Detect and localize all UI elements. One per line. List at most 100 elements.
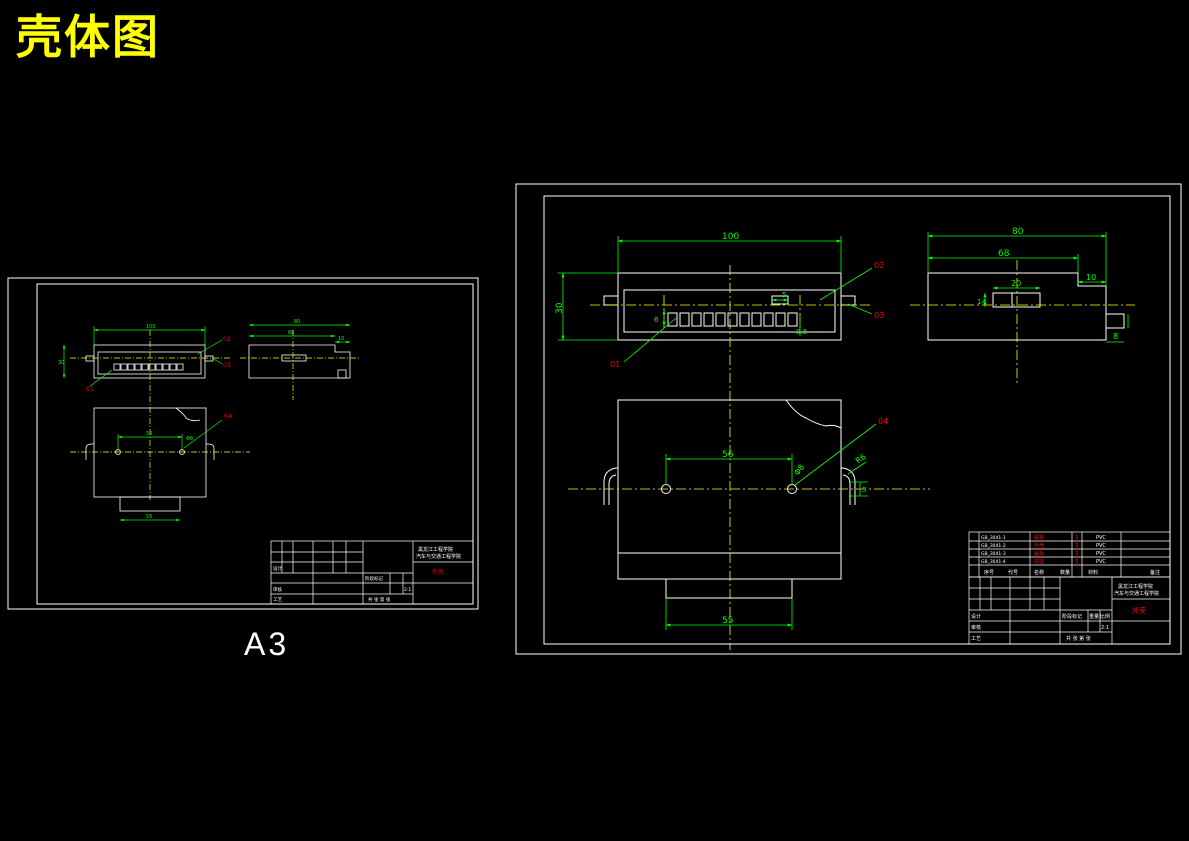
bom-row-3-name: 盖板 (1034, 550, 1044, 557)
small-front-dims (62, 326, 206, 379)
large-side-step-dim: 10 (1086, 273, 1096, 282)
small-side-dims (248, 323, 351, 344)
small-part-name: 外壳 (432, 568, 444, 576)
large-side-view (927, 272, 1125, 341)
small-front-centerlines (70, 330, 230, 500)
small-school-line1: 黑龙江工程学院 (418, 546, 453, 553)
large-top-hole-dim: Φ8 (792, 463, 806, 477)
small-front-height-dim: 30 (58, 360, 64, 366)
small-sheet-inner-frame (36, 283, 474, 605)
small-title-block (270, 540, 474, 605)
bom-row-4-material: PVC (1096, 559, 1106, 565)
bom-header-qty: 数量 (1060, 569, 1070, 576)
bom-row-3-code: GB_3041-3 (981, 551, 1006, 557)
bom-row-2-qty: 1 (1075, 543, 1078, 549)
large-part-name: 外壳 (1132, 606, 1146, 615)
small-side-step-dim: 10 (338, 336, 344, 342)
large-title-block (968, 576, 1171, 645)
large-side-centerlines (910, 260, 1135, 385)
small-top-tab-dim: 55 (146, 514, 152, 520)
large-side-slot-width-dim: 20 (1011, 279, 1021, 288)
bom-row-4-name: 底座 (1034, 558, 1044, 565)
small-label-sheets: 共 张 第 张 (368, 596, 391, 603)
bom-header-index: 序号 (984, 569, 994, 576)
small-top-dims (117, 419, 223, 522)
large-side-inner-dim: 68 (998, 249, 1010, 259)
large-front-height-dim: 30 (555, 302, 565, 314)
bom-row-1-name: 磁铁 (1034, 534, 1044, 541)
large-label-sheets: 共 张 第 张 (1066, 635, 1091, 642)
large-front-leaders (623, 267, 873, 363)
large-sheet: 100 30 6 5 0.8 02 03 01 (515, 183, 1182, 655)
small-side-view (248, 344, 351, 379)
small-front-slots (113, 363, 184, 371)
large-front-dims (558, 236, 842, 341)
small-label-check: 审核 (273, 586, 282, 593)
large-front-slot-depth-dim: 6 (654, 316, 659, 324)
large-callout-01: 01 (610, 360, 620, 369)
small-label-process: 工艺 (273, 597, 282, 603)
large-top-dims (665, 423, 877, 630)
large-school-line1: 黑龙江工程学院 (1118, 583, 1153, 590)
small-front-leaders (89, 339, 223, 387)
large-label-scale-value: 2:1 (1101, 625, 1109, 631)
small-callout-01: 01 (86, 386, 94, 393)
large-label-design: 设计 (971, 613, 981, 620)
small-label-stage: 阶段标记 (365, 575, 383, 582)
small-top-spacing-dim: 56 (146, 431, 152, 437)
large-front-view (603, 272, 856, 341)
large-side-slot-height-dim: 14 (977, 298, 986, 306)
small-callout-03: 03 (223, 362, 231, 369)
bom-row-2-name: 外壳 (1034, 542, 1044, 549)
large-top-radius-dim: R6 (854, 452, 868, 465)
large-top-tab-dim: 55 (722, 616, 733, 626)
large-label-process: 工艺 (971, 636, 981, 642)
small-top-hole-dim: Φ8 (186, 436, 193, 442)
large-school-line2: 汽车与交通工程学院 (1114, 590, 1159, 597)
large-callout-02: 02 (874, 261, 884, 270)
bom-row-1-material: PVC (1096, 535, 1106, 541)
large-bom-table (968, 531, 1171, 578)
sheet-size-label: A3 (244, 626, 290, 662)
small-callout-02: 02 (223, 336, 231, 343)
bom-row-1-qty: 1 (1075, 535, 1078, 541)
small-side-width-dim: 80 (294, 319, 300, 325)
large-top-view (603, 399, 856, 599)
bom-header-material: 材料 (1088, 569, 1098, 576)
large-callout-04: 04 (878, 417, 888, 426)
large-top-spacing-dim: 56 (722, 450, 734, 460)
large-front-slots (667, 312, 798, 327)
small-school-line2: 汽车与交通工程学院 (416, 553, 461, 560)
bom-row-3-qty: 1 (1075, 551, 1078, 557)
large-label-weight: 重量 (1089, 613, 1099, 620)
large-callout-03: 03 (874, 311, 884, 320)
large-sheet-inner-frame (543, 195, 1171, 645)
small-side-centerlines (240, 330, 360, 400)
large-side-dims (927, 232, 1129, 343)
small-callout-04: 04 (224, 413, 232, 420)
bom-header-remark: 备注 (1150, 569, 1160, 576)
small-front-view (85, 344, 214, 379)
small-label-design: 设计 (273, 565, 282, 572)
small-front-width-dim: 100 (146, 324, 156, 330)
bom-row-2-code: GB_3041-2 (981, 543, 1006, 549)
large-top-small-dim: 5 (862, 486, 866, 494)
small-side-inner-dim: 68 (288, 330, 294, 336)
large-label-stage: 阶段标记 (1062, 613, 1082, 620)
large-label-scale: 比例 (1100, 613, 1110, 620)
large-front-slot-width-dim: 5 (782, 291, 786, 299)
large-label-check: 审核 (971, 624, 981, 631)
bom-header-code: 代号 (1008, 569, 1018, 576)
large-side-width-dim: 80 (1012, 227, 1024, 237)
bom-row-4-code: GB_3041-4 (981, 559, 1006, 565)
large-front-width-dim: 100 (722, 232, 739, 242)
bom-header-name: 名称 (1034, 569, 1044, 576)
small-sheet-outer-frame (7, 277, 479, 610)
bom-row-4-qty: 1 (1075, 559, 1078, 565)
small-label-scale-value: 2:1 (404, 587, 411, 593)
drawing-title: 壳体图 (16, 10, 160, 64)
large-front-centerlines (590, 265, 870, 650)
small-sheet: 100 30 02 03 01 80 68 10 (7, 277, 479, 610)
bom-row-3-material: PVC (1096, 551, 1106, 557)
